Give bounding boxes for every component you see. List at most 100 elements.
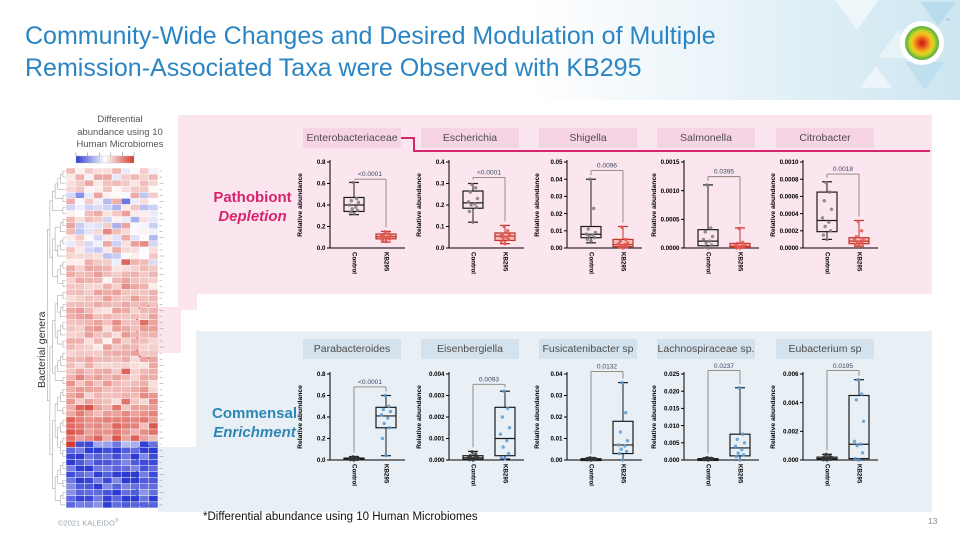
svg-text:Control: Control <box>704 464 711 486</box>
pathobiont-depletion-label: Pathobiont Depletion <box>213 189 292 225</box>
svg-text:Control: Control <box>350 252 357 274</box>
p-value: <0.0001 <box>358 379 382 386</box>
p-value: 0.0093 <box>479 376 500 383</box>
slide-title-line2: Remission-Associated Taxa were Observed … <box>25 54 642 82</box>
svg-text:0.006: 0.006 <box>783 371 799 378</box>
svg-text:0.0: 0.0 <box>317 457 326 464</box>
svg-text:Control: Control <box>823 252 830 274</box>
svg-text:0.0000: 0.0000 <box>661 245 680 252</box>
svg-text:0.02: 0.02 <box>550 211 563 218</box>
p-value: 0.0237 <box>714 363 735 370</box>
taxon-tab-lachnospiraceae-sp-: Lachnospiraceae sp. <box>657 339 755 359</box>
heatmap-figure <box>30 150 172 514</box>
svg-text:Relative abundance: Relative abundance <box>534 173 541 237</box>
svg-text:0.8: 0.8 <box>317 159 326 166</box>
p-value: 0.0018 <box>833 166 854 173</box>
svg-text:KB295: KB295 <box>619 252 626 272</box>
svg-text:Control: Control <box>704 252 711 274</box>
svg-text:KB295: KB295 <box>855 252 862 272</box>
svg-text:0.0004: 0.0004 <box>780 211 799 218</box>
svg-text:Control: Control <box>823 464 830 486</box>
p-value: 0.0195 <box>833 363 854 370</box>
decor-triangle <box>905 62 945 90</box>
svg-text:Relative abundance: Relative abundance <box>770 385 777 449</box>
p-value: 0.0132 <box>597 363 618 370</box>
heatmap-color-scale <box>75 155 135 164</box>
svg-text:Relative abundance: Relative abundance <box>416 385 423 449</box>
svg-text:0.03: 0.03 <box>550 194 563 201</box>
svg-text:0.020: 0.020 <box>664 388 680 395</box>
taxon-tab-parabacteroides: Parabacteroides <box>303 339 401 359</box>
svg-text:0.0008: 0.0008 <box>780 176 799 183</box>
taxon-tab-salmonella: Salmonella <box>657 128 755 148</box>
commensal-enrichment-label: Commensal Enrichment <box>211 405 298 441</box>
taxon-tab-shigella: Shigella <box>539 128 637 148</box>
svg-text:0.004: 0.004 <box>783 400 799 407</box>
svg-text:0.2: 0.2 <box>317 224 326 231</box>
svg-text:KB295: KB295 <box>382 252 389 272</box>
svg-text:0.04: 0.04 <box>550 371 563 378</box>
svg-text:Relative abundance: Relative abundance <box>651 173 658 237</box>
svg-text:Relative abundance: Relative abundance <box>651 385 658 449</box>
commensal-panel-connector <box>158 447 196 512</box>
kaleido-logo <box>900 21 944 65</box>
svg-text:0.2: 0.2 <box>317 436 326 443</box>
svg-text:0.03: 0.03 <box>550 393 563 400</box>
taxon-tab-eisenbergiella: Eisenbergiella <box>421 339 519 359</box>
svg-text:0.4: 0.4 <box>317 414 326 421</box>
kaleido-logo-core <box>905 26 939 60</box>
decor-triangle <box>860 66 892 88</box>
svg-text:0.0010: 0.0010 <box>780 159 799 166</box>
page-number: 13 <box>928 516 938 526</box>
svg-text:KB295: KB295 <box>382 464 389 484</box>
svg-text:0.3: 0.3 <box>436 181 445 188</box>
taxon-tab-fusicatenibacter-sp: Fusicatenibacter sp <box>539 339 637 359</box>
svg-text:0.001: 0.001 <box>429 436 445 443</box>
svg-text:0.0: 0.0 <box>436 245 445 252</box>
trademark-symbol: ™ <box>945 18 950 24</box>
svg-text:0.05: 0.05 <box>550 159 563 166</box>
slide-title-line1: Community-Wide Changes and Desired Modul… <box>25 22 716 50</box>
svg-text:0.000: 0.000 <box>429 457 445 464</box>
svg-text:0.010: 0.010 <box>664 423 680 430</box>
svg-text:KB295: KB295 <box>501 464 508 484</box>
svg-text:Relative abundance: Relative abundance <box>297 385 304 449</box>
pathobiont-panel-connector <box>155 307 181 353</box>
svg-text:0.002: 0.002 <box>429 414 445 421</box>
svg-text:0.00: 0.00 <box>550 457 563 464</box>
svg-text:Relative abundance: Relative abundance <box>416 173 423 237</box>
svg-text:KB295: KB295 <box>855 464 862 484</box>
heatmap-dendrogram <box>47 170 66 506</box>
svg-text:0.2: 0.2 <box>436 202 445 209</box>
svg-text:0.0: 0.0 <box>317 245 326 252</box>
copyright: ©2021 KALEIDO® <box>58 518 119 528</box>
commensal-panel <box>196 331 932 512</box>
svg-text:0.000: 0.000 <box>783 457 799 464</box>
svg-text:0.0005: 0.0005 <box>661 217 680 224</box>
svg-text:KB295: KB295 <box>619 464 626 484</box>
taxon-tab-eubacterium-sp: Eubacterium sp <box>776 339 874 359</box>
svg-text:0.005: 0.005 <box>664 440 680 447</box>
svg-text:Relative abundance: Relative abundance <box>297 173 304 237</box>
taxon-tab-escherichia: Escherichia <box>421 128 519 148</box>
svg-text:0.4: 0.4 <box>317 202 326 209</box>
svg-text:0.0015: 0.0015 <box>661 159 680 166</box>
svg-text:0.000: 0.000 <box>664 457 680 464</box>
svg-text:0.0006: 0.0006 <box>780 194 799 201</box>
p-value: <0.0001 <box>358 171 382 178</box>
